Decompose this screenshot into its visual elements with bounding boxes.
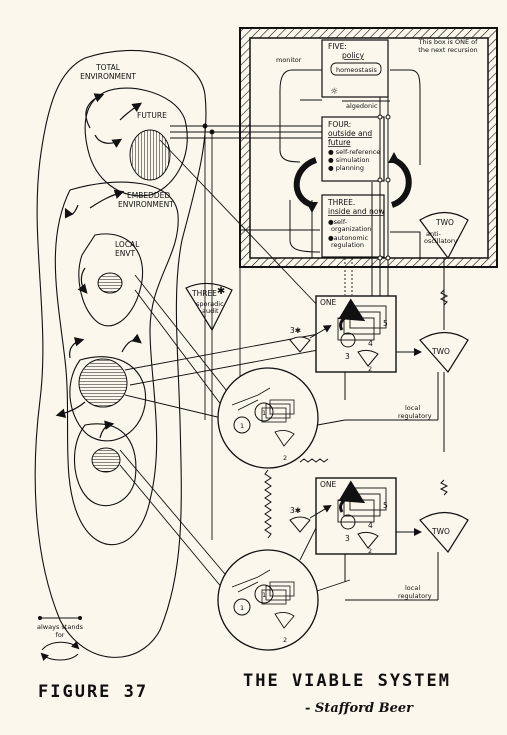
four-item-3: ● planning <box>328 164 364 172</box>
system-two-lower: TWO <box>419 511 469 554</box>
op2-three-star-marker <box>289 516 311 533</box>
oscillation-spring-2 <box>439 479 449 496</box>
command-channels <box>311 97 391 320</box>
embedded-environment-outline <box>54 181 179 546</box>
two-top-label: TWO <box>435 218 454 227</box>
op2-label: ONE <box>320 480 337 489</box>
four-sub2: future <box>328 138 351 147</box>
five-homeostasis: homeostasis <box>336 66 378 74</box>
future-loop <box>84 87 188 197</box>
operation-one-upper: ONE 5 4 3 2 <box>315 295 397 373</box>
five-title: FIVE: <box>328 42 347 51</box>
circle2-n2: 2 <box>283 636 287 644</box>
op1-num5: 5 <box>383 319 388 328</box>
op1-label: ONE <box>320 298 337 307</box>
three-item-1: ●self-organization <box>328 218 371 233</box>
future-hatched-blob <box>129 129 171 181</box>
four-sub1: outside and <box>328 129 372 138</box>
environment <box>34 49 207 658</box>
system-five: FIVE: policy homeostasis ☼ <box>321 39 389 98</box>
op2-num3: 3 <box>345 534 350 543</box>
environment-arrows <box>55 93 142 439</box>
op1-three-star-marker <box>289 336 311 353</box>
op1-num2: 2 <box>368 365 372 373</box>
future-label: FUTURE <box>137 111 167 120</box>
op2-num2: 2 <box>368 547 372 555</box>
op2-three-star-label: 3✱ <box>290 506 301 515</box>
local-hatched-blob-2 <box>78 358 128 408</box>
circle1-n1b: 1 <box>262 409 266 417</box>
system-four: FOUR: outside and future ● self-referenc… <box>321 116 385 182</box>
local-envt-loop-3 <box>73 423 137 507</box>
op1-num3: 3 <box>345 352 350 361</box>
circle2-n1b: 1 <box>262 591 266 599</box>
three-title: THREE. <box>327 198 355 207</box>
operation-one-lower: ONE 5 4 3 2 <box>315 477 397 555</box>
monitor-label: monitor <box>276 56 302 64</box>
monitor-loops <box>279 69 421 260</box>
connection-lines <box>119 123 353 601</box>
author-signature: - Stafford Beer <box>305 701 414 716</box>
small-zigzag <box>299 458 329 463</box>
op1-three-star-label: 3✱ <box>290 326 301 335</box>
four-item-2: ● simulation <box>328 156 370 164</box>
system-two-middle: TWO <box>419 331 469 374</box>
four-title: FOUR: <box>328 120 351 129</box>
diagram-title: THE VIABLE SYSTEM <box>243 671 451 691</box>
op1-num4: 4 <box>368 339 373 348</box>
four-item-1: ● self-reference <box>328 148 380 156</box>
op2-num5: 5 <box>383 501 388 510</box>
total-environment-outline <box>34 49 207 658</box>
circle2-n1: 1 <box>240 604 244 612</box>
oscillation-spring-1 <box>439 289 449 306</box>
three-sub: inside and now <box>328 207 385 216</box>
local-hatched-blob-3 <box>91 447 121 473</box>
anti-oscillatory-label: anti-oscillatory <box>424 230 458 245</box>
system-three: THREE. inside and now ●self-organization… <box>321 194 385 258</box>
three-star-title: THREE✱ <box>191 286 225 298</box>
circle1-n2: 2 <box>283 454 287 462</box>
circle-oscillation-zigzag <box>264 469 272 539</box>
local-hatched-blob-1 <box>97 272 123 294</box>
five-policy: policy <box>342 51 365 60</box>
two-mid-label: TWO <box>431 347 450 356</box>
circle1-n1: 1 <box>240 422 244 430</box>
algedonic-label: algedonic <box>346 102 378 110</box>
figure-label: FIGURE 37 <box>38 682 148 702</box>
two-low-label: TWO <box>431 527 450 536</box>
sun-icon: ☼ <box>330 87 338 97</box>
operation-circle-lower: 1 1 2 <box>217 549 319 651</box>
operation-circle-upper: 1 1 2 <box>217 367 319 469</box>
op2-num4: 4 <box>368 521 373 530</box>
system-two-top: TWO anti-oscillatory <box>419 211 469 260</box>
